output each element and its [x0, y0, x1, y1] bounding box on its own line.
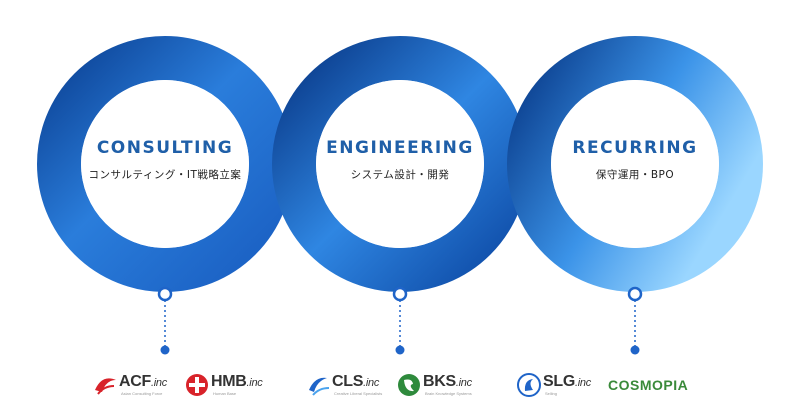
logo-name: BKS	[423, 373, 456, 390]
logo-tagline: Asian Consulting Force	[121, 391, 163, 396]
logo-tagline: Human Base	[213, 391, 237, 396]
cls-logo-icon	[309, 377, 330, 396]
logo-suffix: .inc	[575, 377, 591, 389]
logo-name: SLG	[543, 373, 575, 390]
connector-engineering	[392, 286, 408, 355]
service-title: RECURRING	[572, 138, 698, 158]
ring-consulting	[37, 36, 293, 292]
logo-cls: CLS.inc Creative Liberal Specialists	[305, 372, 382, 398]
service-subtitle: システム設計・開発	[350, 169, 450, 181]
logo-hmb: HMB.inc Human Base	[184, 372, 263, 398]
ring-engineering	[272, 36, 528, 292]
logo-name: CLS	[332, 373, 364, 390]
service-consulting: CONSULTING コンサルティング・IT戦略立案	[55, 138, 275, 182]
logo-suffix: .inc	[246, 377, 263, 389]
service-engineering: ENGINEERING システム設計・開発	[290, 138, 510, 182]
slg-logo-icon	[517, 373, 541, 397]
logo-name: HMB	[211, 373, 247, 390]
logo-cosmopia: COSMOPIA	[605, 372, 688, 398]
service-subtitle: 保守運用・BPO	[595, 169, 675, 181]
logo-suffix: .inc	[150, 377, 167, 389]
hmb-logo-icon	[186, 374, 208, 396]
logo-tagline: Selling	[545, 391, 558, 396]
acf-logo-icon	[95, 378, 116, 395]
logo-tagline: Creative Liberal Specialists	[334, 391, 383, 396]
connector-recurring	[627, 286, 643, 355]
connector-consulting	[157, 286, 173, 355]
service-title: ENGINEERING	[326, 138, 474, 158]
bks-logo-icon	[398, 374, 420, 396]
service-recurring: RECURRING 保守運用・BPO	[525, 138, 745, 182]
logo-suffix: .inc	[455, 377, 472, 389]
service-title: CONSULTING	[96, 138, 234, 158]
logo-acf: ACF.inc Asian Consulting Force	[92, 372, 167, 398]
logo-suffix: .inc	[363, 377, 380, 389]
logo-bks: BKS.inc Brain Knowledge Systems	[396, 372, 472, 398]
logo-slg: SLG.inc Selling	[516, 372, 591, 398]
service-subtitle: コンサルティング・IT戦略立案	[88, 169, 242, 181]
ring-recurring	[507, 36, 763, 292]
logo-name: ACF	[119, 373, 151, 390]
logo-name: COSMOPIA	[608, 377, 689, 393]
logo-tagline: Brain Knowledge Systems	[425, 391, 472, 396]
